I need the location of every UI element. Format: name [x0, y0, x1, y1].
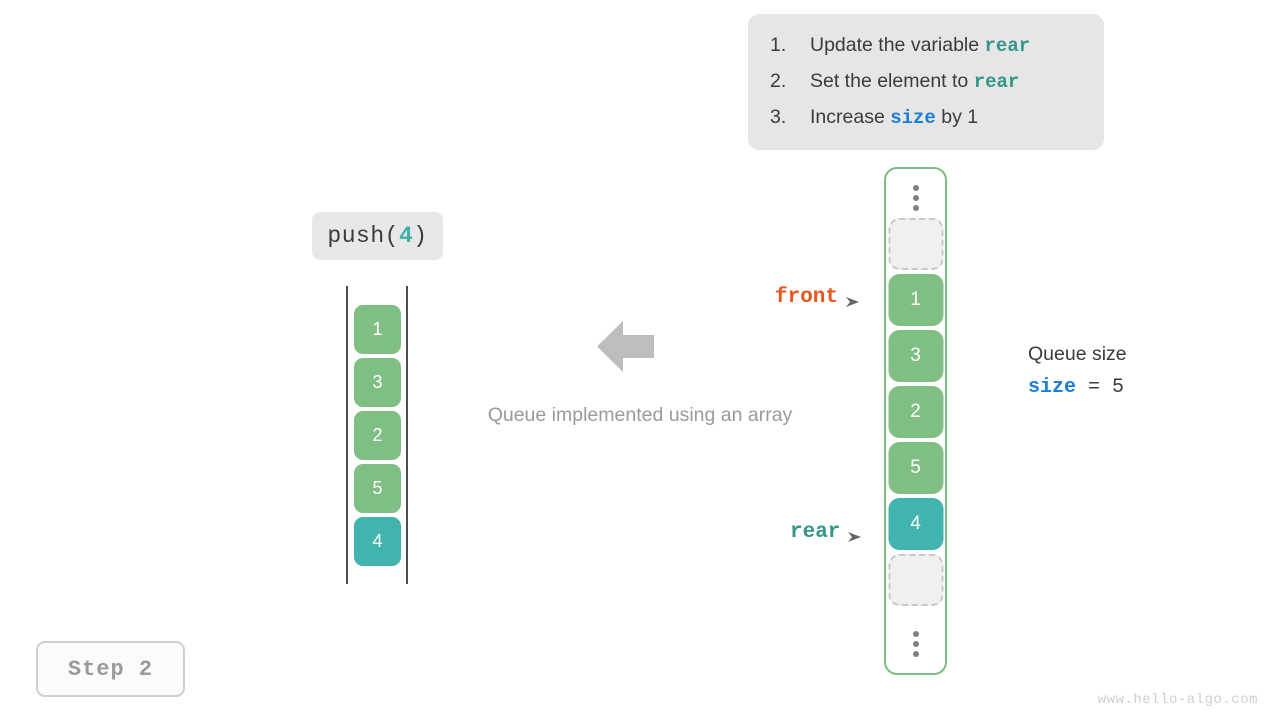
array-cell: 1 [888, 274, 943, 326]
queue-size-expression: size = 5 [1028, 376, 1127, 399]
pointer-arrow-icon [848, 527, 862, 542]
array-cell-empty [888, 554, 943, 606]
vertical-ellipsis-icon-top [912, 185, 919, 211]
queue-cell: 2 [354, 411, 401, 460]
logical-queue-diagram: 1 3 2 5 4 [346, 286, 408, 584]
instruction-panel: 1. Update the variable rear 2. Set the e… [748, 14, 1104, 150]
instruction-number: 3. [770, 106, 787, 128]
instruction-item-3: 3. Increase size by 1 [770, 106, 1104, 142]
pointer-rear: rear [790, 521, 862, 544]
array-cell: 5 [888, 442, 943, 494]
size-variable-name: size [1028, 376, 1077, 399]
physical-array-container: 1 3 2 5 4 [884, 167, 947, 675]
queue-boundary-line-right [406, 286, 408, 584]
queue-cell: 5 [354, 464, 401, 513]
pointer-front: front [775, 286, 860, 309]
instruction-number: 1. [770, 34, 787, 56]
queue-cell: 3 [354, 358, 401, 407]
instruction-text: Update the variable [810, 34, 985, 56]
array-cell-new: 4 [888, 498, 943, 550]
dot [912, 195, 919, 201]
operation-close-paren: ) [413, 223, 428, 249]
left-arrow-icon [597, 320, 654, 373]
instruction-code-rear: rear [973, 71, 1020, 93]
instruction-item-1: 1. Update the variable rear [770, 34, 1104, 70]
instruction-code-size: size [890, 107, 936, 129]
queue-size-title: Queue size [1028, 343, 1127, 365]
queue-cell-new: 4 [354, 517, 401, 566]
operation-name: push( [327, 223, 399, 249]
step-badge: Step 2 [36, 641, 185, 697]
instruction-text: Set the element to [810, 70, 974, 92]
dot [912, 631, 919, 637]
watermark: www.hello-algo.com [1097, 692, 1258, 708]
pointer-front-label: front [775, 286, 839, 309]
dot [912, 651, 919, 657]
array-cell: 3 [888, 330, 943, 382]
logical-queue-cells: 1 3 2 5 4 [354, 305, 401, 566]
operation-argument: 4 [398, 223, 414, 249]
instruction-code-rear: rear [984, 35, 1031, 57]
instruction-item-2: 2. Set the element to rear [770, 70, 1104, 106]
array-cell: 2 [888, 386, 943, 438]
instruction-text: Increase [810, 106, 891, 128]
queue-size-readout: Queue size size = 5 [1028, 343, 1127, 399]
pointer-arrow-icon [846, 292, 860, 307]
array-cell-empty [888, 218, 943, 270]
dot [912, 185, 919, 191]
operation-label: push(4) [312, 212, 443, 260]
size-value: = 5 [1076, 376, 1125, 399]
physical-array-cells: 1 3 2 5 4 [888, 218, 943, 606]
instruction-text-post: by 1 [935, 106, 979, 128]
pointer-rear-label: rear [790, 521, 841, 544]
dot [912, 641, 919, 647]
diagram-caption: Queue implemented using an array [487, 404, 793, 426]
queue-boundary-line-left [346, 286, 348, 584]
dot [912, 205, 919, 211]
instruction-number: 2. [770, 70, 787, 92]
vertical-ellipsis-icon-bottom [912, 631, 919, 657]
queue-cell: 1 [354, 305, 401, 354]
